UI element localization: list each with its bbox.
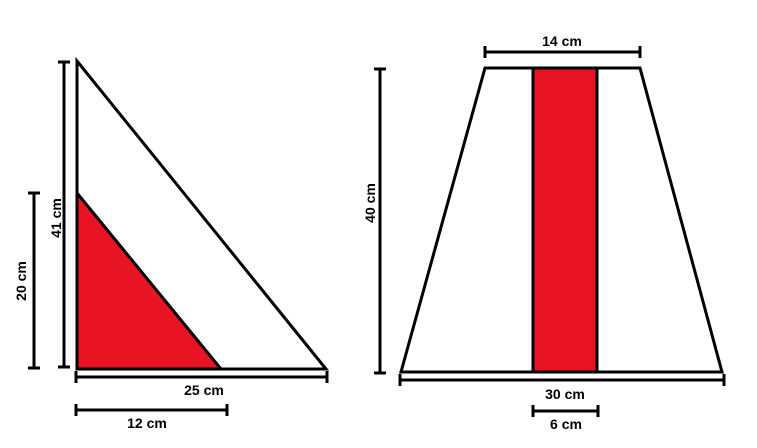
height-dimension-40: 40 cm	[362, 67, 386, 375]
height-label-40: 40 cm	[362, 183, 378, 223]
strip-label-6: 6 cm	[550, 416, 582, 432]
trapezoid-figure: 14 cm 40 cm 30 cm 6 cm	[362, 33, 726, 432]
red-strip	[531, 66, 599, 374]
base-dimension-30: 30 cm	[398, 374, 726, 402]
triangle-figure: 41 cm 20 cm 25 cm 12 cm	[13, 56, 330, 431]
base-dimension-12: 12 cm	[74, 404, 229, 431]
small-red-triangle	[75, 188, 225, 371]
base-label-12: 12 cm	[127, 415, 167, 431]
base-label-30: 30 cm	[545, 386, 585, 402]
height-label-41: 41 cm	[48, 198, 64, 238]
base-label-25: 25 cm	[184, 382, 224, 398]
top-label-14: 14 cm	[542, 33, 582, 49]
height-dimension-20: 20 cm	[13, 191, 40, 370]
height-dimension-41: 41 cm	[48, 60, 70, 369]
strip-dimension-6: 6 cm	[531, 405, 600, 432]
top-dimension-14: 14 cm	[483, 33, 642, 58]
base-dimension-25: 25 cm	[74, 371, 329, 398]
height-label-20: 20 cm	[13, 261, 29, 301]
